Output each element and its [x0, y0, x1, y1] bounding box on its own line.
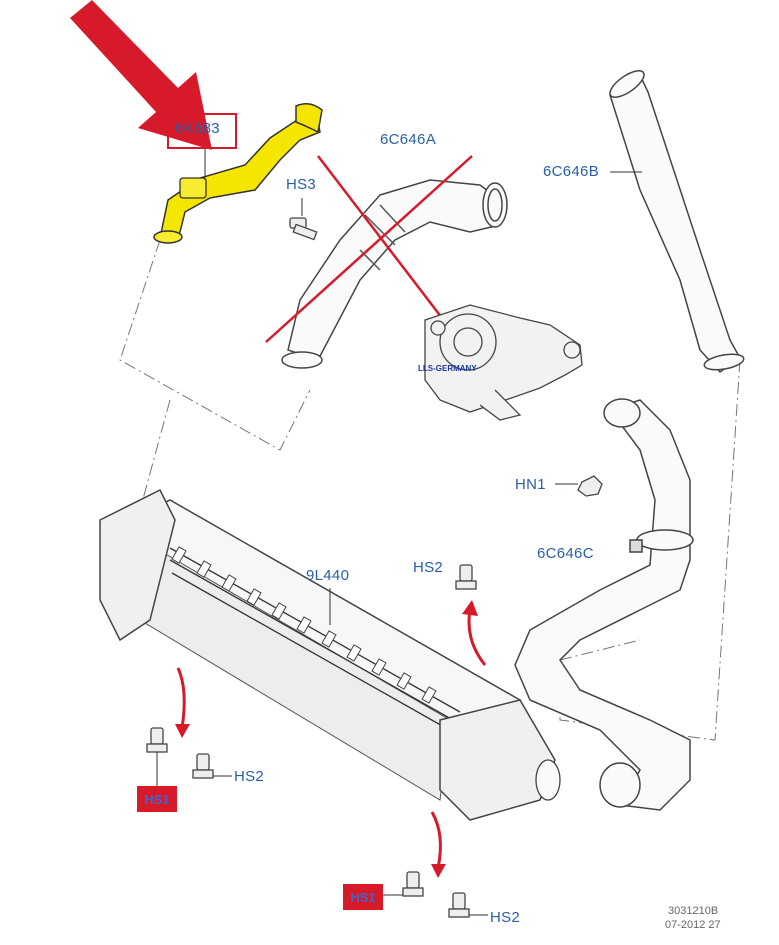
watermark: LLS-GERMANY	[418, 364, 477, 373]
label-hs3: HS3	[286, 176, 317, 193]
label-9l440: 9L440	[306, 567, 350, 584]
label-hs1-left: HS1	[137, 786, 177, 812]
label-hs1-bottom: HS1	[343, 884, 383, 910]
label-hs2-bottom: HS2	[490, 909, 521, 926]
label-6c646b: 6C646B	[543, 163, 600, 180]
intercooler-9l440	[99, 488, 561, 821]
cross-out-icon	[265, 155, 473, 343]
nut-icon	[555, 475, 603, 497]
hose-6k683	[153, 103, 323, 244]
bolts-hs2	[192, 564, 488, 918]
label-hn1: HN1	[515, 476, 546, 493]
pipe-6c646b	[609, 70, 745, 373]
pipe-6c646c	[514, 398, 694, 811]
bolt-icon	[289, 198, 318, 241]
footer-ref: 3031210B	[668, 905, 719, 917]
label-6k683: 6K683	[175, 120, 220, 137]
turbocharger	[424, 304, 583, 421]
bolts-hs1	[146, 727, 424, 897]
label-hs2-left: HS2	[234, 768, 265, 785]
red-arrow-icon	[70, 0, 212, 150]
label-hs2-top: HS2	[413, 559, 444, 576]
curved-arrow-icon	[176, 609, 487, 869]
highlight-box	[167, 113, 237, 149]
label-6c646c: 6C646C	[537, 545, 594, 562]
arrowheads	[175, 600, 478, 878]
pipe-6c646a	[281, 179, 508, 369]
label-6c646a: 6C646A	[380, 131, 437, 148]
footer-date: 07-2012 27	[665, 919, 721, 931]
